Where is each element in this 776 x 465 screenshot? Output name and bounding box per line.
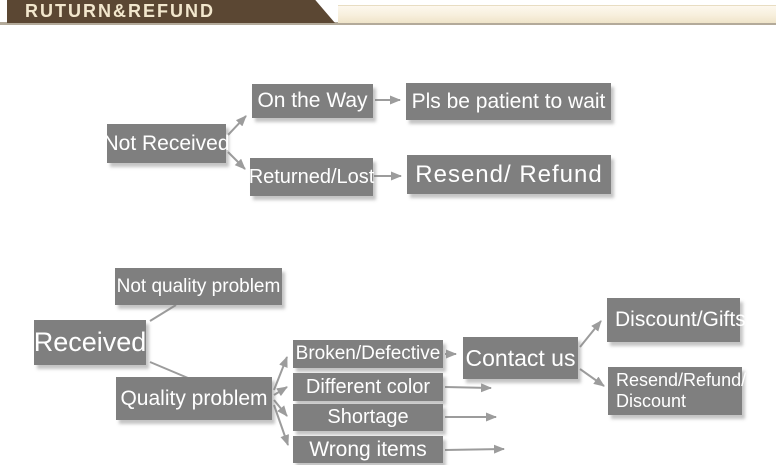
line-received-notquality	[149, 304, 177, 322]
node-received: Received	[34, 320, 146, 365]
header-rule-line	[0, 22, 776, 25]
node-shortage: Shortage	[293, 404, 443, 431]
page-title: RUTURN&REFUND	[25, 1, 215, 21]
arrow-notreceived-ontheway	[227, 115, 247, 136]
header-ribbon	[338, 5, 776, 23]
header: RUTURN&REFUND	[0, 0, 776, 28]
node-resend-refund-discount-line2: Discount	[616, 391, 687, 411]
arrow-contactus-discountgifts	[579, 320, 602, 348]
arrow-quality-differentcolor	[273, 386, 288, 397]
arrow-wrongitems-right	[444, 444, 505, 454]
node-different-color: Different color	[293, 373, 443, 401]
node-discount-gifts: Discount/Gifts	[607, 298, 746, 342]
node-resend-refund-discount-line1: Resend/Refund/	[616, 370, 747, 391]
arrow-quality-shortage	[273, 399, 288, 417]
node-not-received: Not Received	[103, 124, 230, 163]
arrow-notreceived-returnedlost	[227, 151, 246, 170]
node-broken-defective: Broken/Defective	[293, 340, 443, 368]
node-resend-refund-discount: Resend/Refund/ Discount	[608, 367, 746, 415]
header-banner	[7, 0, 335, 23]
node-on-the-way: On the Way	[252, 84, 373, 118]
node-returned-lost: Returned/Lost	[249, 158, 374, 196]
arrow-quality-broken	[273, 356, 288, 391]
node-resend-refund: Resend/ Refund	[407, 155, 611, 194]
node-pls-be-patient: Pls be patient to wait	[406, 83, 611, 120]
node-wrong-items: Wrong items	[293, 436, 443, 463]
line-received-qualityproblem	[149, 361, 189, 379]
node-quality-problem: Quality problem	[116, 377, 272, 420]
arrow-contactus-resendrefunddiscount	[579, 368, 605, 387]
arrow-differentcolor-right	[444, 383, 492, 393]
arrow-quality-wrongitems	[273, 404, 289, 446]
node-not-quality-problem: Not quality problem	[115, 268, 282, 305]
node-contact-us: Contact us	[463, 337, 578, 379]
